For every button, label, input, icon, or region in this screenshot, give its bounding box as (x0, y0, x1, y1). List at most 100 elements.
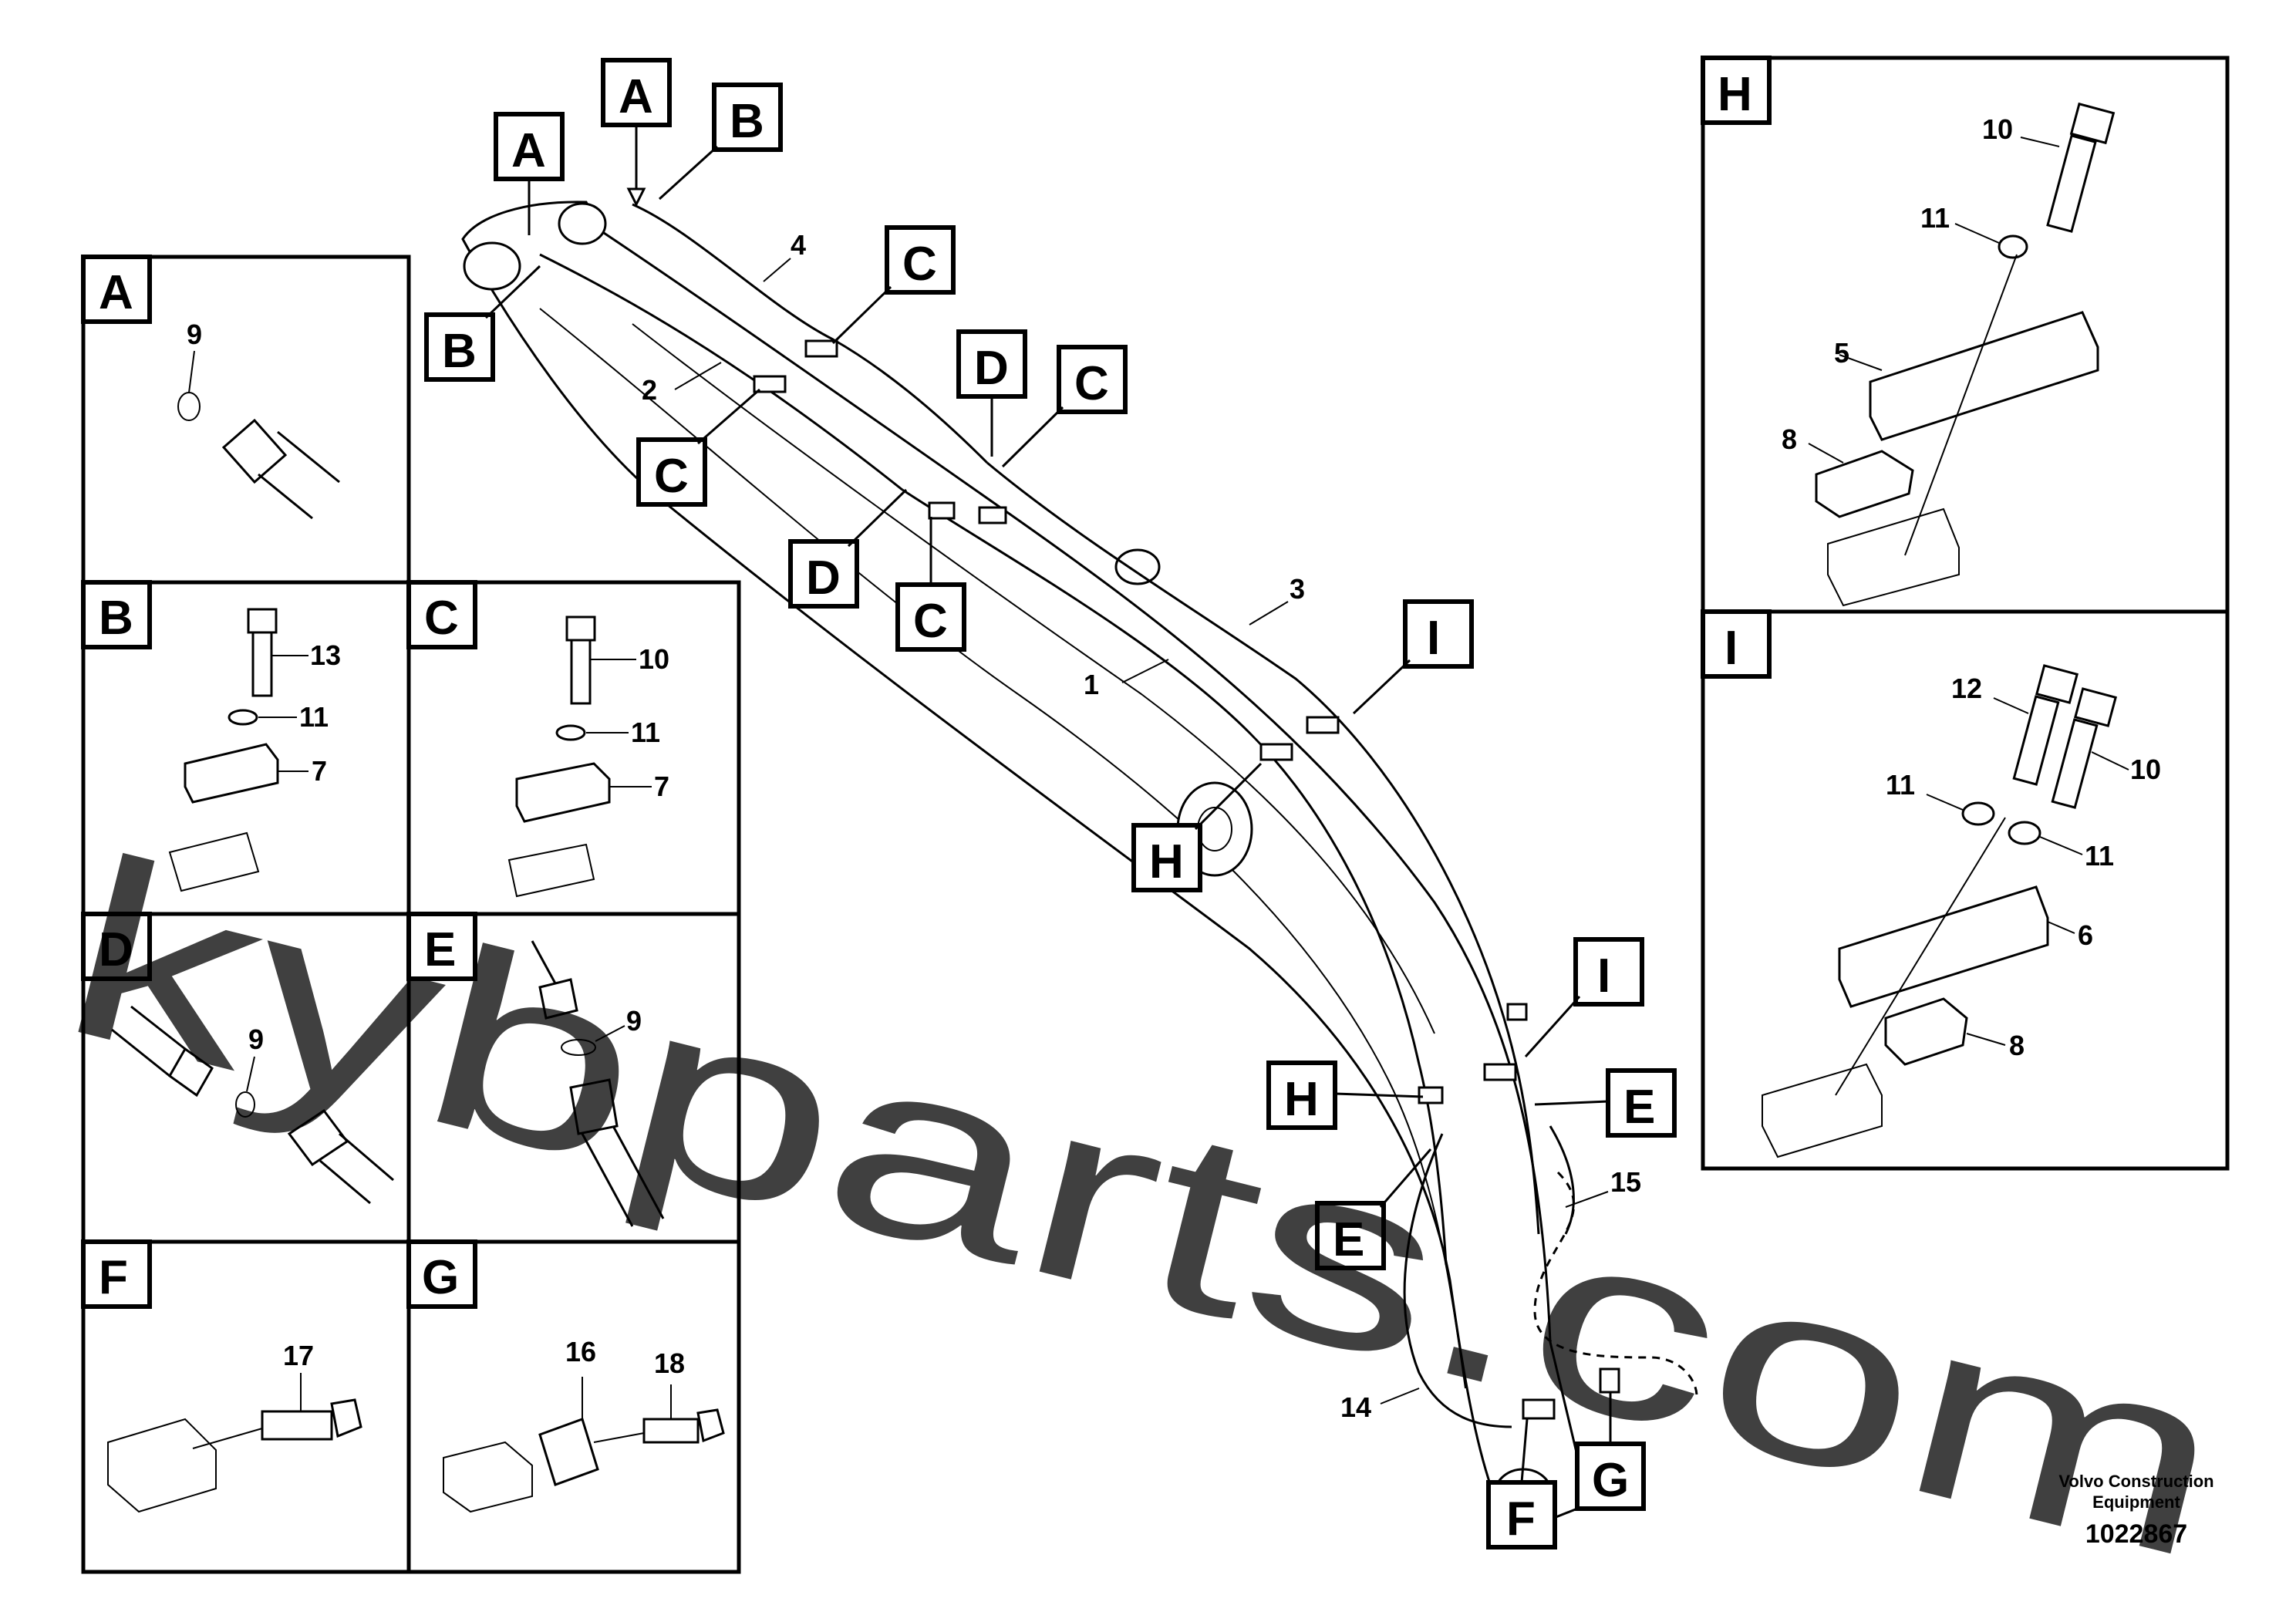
panel-i-letter-box (1701, 609, 1772, 679)
bolt-10-h-head (2069, 102, 2116, 145)
washer-11-h (1998, 234, 2028, 259)
axis-h (1904, 254, 2018, 556)
leader-9-e (595, 1025, 625, 1042)
hose-e-left (581, 1133, 634, 1227)
hose-a-bottom (258, 473, 313, 520)
leader-11-h (1954, 223, 2000, 244)
detail-panel-g: G 16 18 (406, 1239, 725, 1513)
flag-c-4-text: C (913, 595, 948, 648)
detail-panel-b: B 13 11 7 (81, 580, 341, 892)
flag-e-1 (1606, 1068, 1677, 1138)
flag-c-3-pointer (1001, 406, 1064, 468)
flag-i-2-text: I (1597, 949, 1610, 1003)
flag-e-2-pointer (1379, 1148, 1432, 1208)
bolt-17-head (330, 1398, 362, 1438)
flag-b-upper-pointer (658, 145, 719, 201)
panel-i-letter: I (1725, 622, 1738, 675)
flag-c-1-text: C (902, 238, 937, 291)
flag-b-upper-text: B (730, 95, 764, 148)
flag-a-upper-pointer (626, 125, 646, 207)
clamp-7-c (515, 762, 611, 823)
flag-e-2 (1315, 1201, 1386, 1270)
bolt-18-shank (642, 1418, 700, 1444)
leader-9-d (246, 1056, 255, 1092)
clamp-8 (1483, 1063, 1517, 1081)
leader-9-a (188, 350, 195, 393)
flag-c-2-pointer (697, 388, 760, 445)
footer: Volvo Construction Equipment 1022867 (2058, 1472, 2213, 1549)
hose-a-top (277, 430, 340, 484)
hose-d-left-bottom (111, 1028, 170, 1077)
insert-8-h (1815, 450, 1914, 518)
flag-d-2 (788, 539, 859, 609)
washer-11-b (228, 709, 258, 726)
block-f (107, 1418, 217, 1513)
panel-b-letter: B (99, 592, 133, 645)
flag-a-lower (494, 112, 565, 181)
hydraulic-line-14 (1403, 1133, 1512, 1428)
label-1: 1 (1084, 669, 1099, 700)
flag-d-2-pointer (847, 488, 908, 548)
label-8-h: 8 (1782, 423, 1797, 455)
panel-d-letter-box (81, 912, 152, 981)
label-6: 6 (2078, 919, 2093, 951)
leader-10-h (2020, 137, 2060, 147)
label-7-c: 7 (654, 771, 669, 802)
line-e-top (531, 940, 557, 984)
label-18: 18 (654, 1347, 685, 1379)
flag-h-1-pointer (1194, 762, 1263, 831)
panel-d-letter: D (99, 923, 133, 976)
label-2: 2 (642, 374, 657, 406)
flag-c-2 (636, 437, 707, 507)
leader-8-i (1966, 1033, 2006, 1046)
panel-h-letter: H (1718, 68, 1752, 121)
boom-side-edge (632, 323, 1435, 1034)
clamp-5 (1259, 743, 1293, 761)
flag-b-lower (424, 312, 495, 382)
leader-8-h (1808, 443, 1844, 464)
label-9-d: 9 (248, 1023, 264, 1055)
flag-h-2-text: H (1284, 1073, 1319, 1126)
leader-15 (1565, 1191, 1609, 1208)
label-9-a: 9 (187, 319, 202, 350)
bolt-10-i-head (2073, 687, 2118, 727)
flag-h-1-text: H (1149, 835, 1184, 889)
fitting-e-top (538, 978, 578, 1020)
label-16: 16 (565, 1336, 596, 1367)
flag-b-lower-pointer (484, 265, 541, 319)
block-g (443, 1441, 533, 1513)
clamp-4 (928, 501, 956, 520)
flag-c-1-pointer (831, 285, 892, 345)
flag-d-1 (956, 329, 1027, 399)
o-ring-9-d (235, 1091, 255, 1118)
flag-a-upper (601, 58, 672, 127)
flag-b-upper (712, 83, 783, 152)
panel-e-letter: E (424, 923, 456, 976)
leader-12 (1993, 697, 2029, 714)
label-4: 4 (791, 229, 806, 261)
fitting-e-bottom (569, 1078, 619, 1135)
clamp-2 (753, 375, 787, 393)
flag-d-2-text: D (806, 551, 841, 605)
boom-inner-edge (539, 308, 1466, 1389)
leader-3 (1249, 601, 1289, 626)
panel-f-letter-box (81, 1239, 152, 1309)
label-11-c: 11 (631, 717, 660, 748)
bolt-10-i-shank (2051, 718, 2099, 809)
leader-line-f (192, 1428, 263, 1449)
footer-company-line-1: Volvo Construction (2058, 1472, 2213, 1491)
flag-h-2 (1266, 1061, 1337, 1130)
leader-line-g (593, 1432, 645, 1443)
bolt-12-shank (2012, 695, 2060, 786)
label-11-i-left: 11 (1886, 769, 1915, 801)
label-10-i: 10 (2130, 754, 2161, 785)
flag-f-pointer (1520, 1418, 1529, 1483)
panel-f-letter: F (99, 1251, 128, 1304)
flag-i-1-text: I (1427, 612, 1440, 665)
washer-11-i-left (1961, 801, 1995, 826)
flag-i-1 (1403, 599, 1474, 669)
hydraulic-line-3 (986, 461, 1540, 1235)
clamp-3 (978, 506, 1007, 524)
flag-e-1-text: E (1623, 1081, 1655, 1134)
